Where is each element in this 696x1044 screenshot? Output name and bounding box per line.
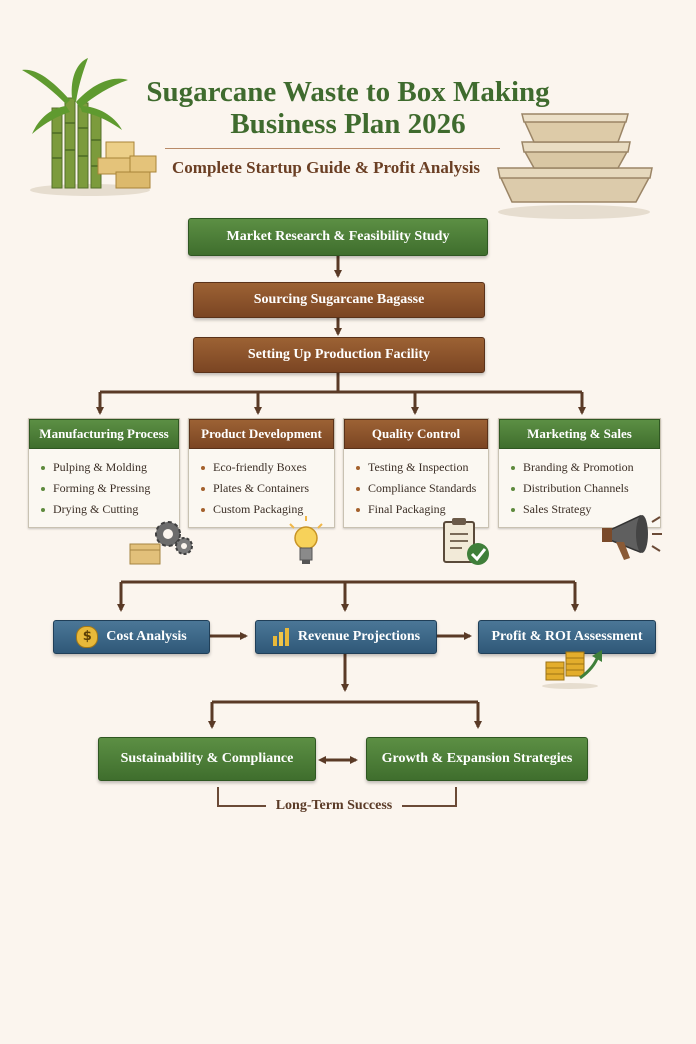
page-title-line1: Sugarcane Waste to Box Making — [146, 76, 550, 108]
long-term-success-label: Long-Term Success — [275, 798, 393, 813]
list-item: Pulping & Molding — [41, 457, 179, 478]
panel-quality-control: Quality Control Testing & Inspection Com… — [343, 418, 489, 528]
list-item: Sales Strategy — [511, 499, 660, 520]
revenue-projections-label: Revenue Projections — [297, 629, 421, 644]
list-item: Eco-friendly Boxes — [201, 457, 334, 478]
list-item: Final Packaging — [356, 499, 488, 520]
list-item: Compliance Standards — [356, 478, 488, 499]
list-item: Drying & Cutting — [41, 499, 179, 520]
panel-title: Manufacturing Process — [29, 419, 179, 449]
list-item: Forming & Pressing — [41, 478, 179, 499]
page-subtitle: Complete Startup Guide & Profit Analysis — [172, 158, 481, 177]
production-facility-step[interactable]: Setting Up Production Facility — [193, 337, 485, 373]
title-divider — [165, 148, 500, 149]
coins-growth-icon — [542, 650, 602, 689]
gears-icon — [129, 521, 193, 565]
sugarcane-icon — [22, 58, 157, 196]
list-item: Testing & Inspection — [356, 457, 488, 478]
list-item: Plates & Containers — [201, 478, 334, 499]
list-item: Distribution Channels — [511, 478, 660, 499]
panel-manufacturing-process: Manufacturing Process Pulping & Molding … — [28, 418, 180, 528]
profit-roi-box[interactable]: Profit & ROI Assessment — [478, 620, 656, 654]
panel-title: Marketing & Sales — [499, 419, 660, 449]
megaphone-icon — [602, 514, 662, 560]
list-item: Custom Packaging — [201, 499, 334, 520]
sourcing-bagasse-step[interactable]: Sourcing Sugarcane Bagasse — [193, 282, 485, 318]
sustainability-compliance-box[interactable]: Sustainability & Compliance — [98, 737, 316, 781]
bagasse-containers-icon — [497, 113, 653, 219]
page-title-line2: Business Plan 2026 — [230, 108, 466, 140]
bar-chart-icon — [272, 628, 289, 646]
market-research-step[interactable]: Market Research & Feasibility Study — [188, 218, 488, 256]
panel-marketing-sales: Marketing & Sales Branding & Promotion D… — [498, 418, 661, 528]
panel-product-development: Product Development Eco-friendly Boxes P… — [188, 418, 335, 528]
cost-analysis-label: Cost Analysis — [106, 629, 187, 644]
dollar-coin-icon: $ — [76, 626, 99, 648]
panel-title: Quality Control — [344, 419, 488, 449]
revenue-projections-box[interactable]: Revenue Projections — [255, 620, 437, 654]
lightbulb-icon — [289, 516, 323, 564]
checklist-icon — [443, 518, 489, 565]
panel-title: Product Development — [189, 419, 334, 449]
list-item: Branding & Promotion — [511, 457, 660, 478]
cost-analysis-box[interactable]: $ Cost Analysis — [53, 620, 210, 654]
growth-expansion-box[interactable]: Growth & Expansion Strategies — [366, 737, 588, 781]
